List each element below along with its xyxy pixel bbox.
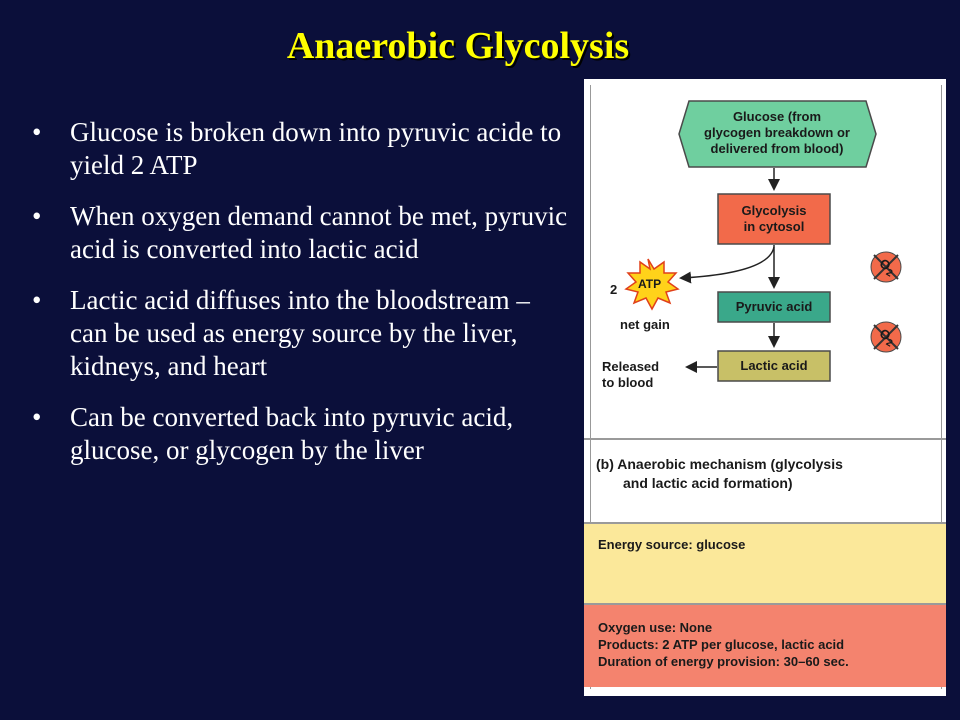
figure-frame — [590, 85, 942, 689]
net-gain-label: net gain — [620, 317, 670, 332]
products-text: Products: 2 ATP per glucose, lactic acid — [598, 637, 845, 652]
arrow-to-atp — [679, 246, 775, 284]
bullet-text: When oxygen demand cannot be met, pyruvi… — [70, 201, 568, 264]
bullet-marker: • — [32, 402, 42, 432]
glycolysis-figure: Glucose (from glycogen breakdown or deli… — [584, 79, 946, 696]
lactic-acid-label: Lactic acid — [740, 358, 808, 373]
bullet-text: Can be converted back into pyruvic acid,… — [70, 402, 514, 465]
released-label-line: to blood — [602, 375, 654, 390]
lactic-acid-box — [717, 350, 831, 382]
pyruvic-acid-label: Pyruvic acid — [735, 299, 813, 314]
bullet-list: • Glucose is broken down into pyruvic aci… — [32, 116, 572, 485]
bullet-item: • When oxygen demand cannot be met, pyruv… — [32, 200, 572, 266]
released-label-line: Released — [602, 359, 660, 374]
atp-burst-icon — [624, 258, 680, 311]
oxygen-use-band: Oxygen use: None Products: 2 ATP per glu… — [584, 603, 946, 687]
bullet-item: • Glucose is broken down into pyruvic aci… — [32, 116, 572, 182]
glycolysis-label-line: in cytosol — [743, 219, 805, 234]
energy-source-band: Energy source: glucose — [584, 522, 946, 604]
pyruvic-acid-box — [717, 291, 831, 323]
bullet-text: Lactic acid diffuses into the bloodstrea… — [70, 285, 530, 381]
no-oxygen-icon — [870, 251, 902, 283]
bullet-marker: • — [32, 117, 42, 147]
bullet-marker: • — [32, 285, 42, 315]
glucose-label: Glucose (from glycogen breakdown or deli… — [684, 109, 870, 157]
oxygen-band-text: Oxygen use: None Products: 2 ATP per glu… — [598, 619, 849, 670]
oxygen-use-text: Oxygen use: None — [598, 620, 713, 635]
glucose-label-line: delivered from blood) — [710, 141, 844, 156]
glucose-box — [678, 100, 877, 168]
caption-line: (b) Anaerobic mechanism (glycolysis — [596, 456, 843, 472]
released-label: Released to blood — [602, 359, 659, 391]
glycolysis-label-line: Glycolysis — [741, 203, 807, 218]
bullet-marker: • — [32, 201, 42, 231]
energy-source-text: Energy source: glucose — [598, 537, 746, 552]
bullet-item: • Lactic acid diffuses into the bloodstre… — [32, 284, 572, 383]
bullet-item: • Can be converted back into pyruvic acid… — [32, 401, 572, 467]
bullet-text: Glucose is broken down into pyruvic acid… — [70, 117, 562, 180]
atp-label: ATP — [638, 277, 662, 291]
glucose-label-line: Glucose (from — [732, 109, 822, 124]
duration-text: Duration of energy provision: 30–60 sec. — [598, 654, 849, 669]
caption-line: and lactic acid formation) — [623, 475, 793, 491]
figure-caption: (b) Anaerobic mechanism (glycolysis and … — [584, 438, 946, 522]
slide-title: Anaerobic Glycolysis — [286, 25, 630, 67]
flow-diagram — [624, 100, 902, 382]
glucose-label-line: glycogen breakdown or — [704, 125, 850, 140]
no-oxygen-icon — [870, 321, 902, 353]
glycolysis-box — [717, 193, 831, 245]
glycolysis-label: Glycolysis in cytosol — [718, 203, 830, 235]
atp-count: 2 — [610, 282, 618, 297]
